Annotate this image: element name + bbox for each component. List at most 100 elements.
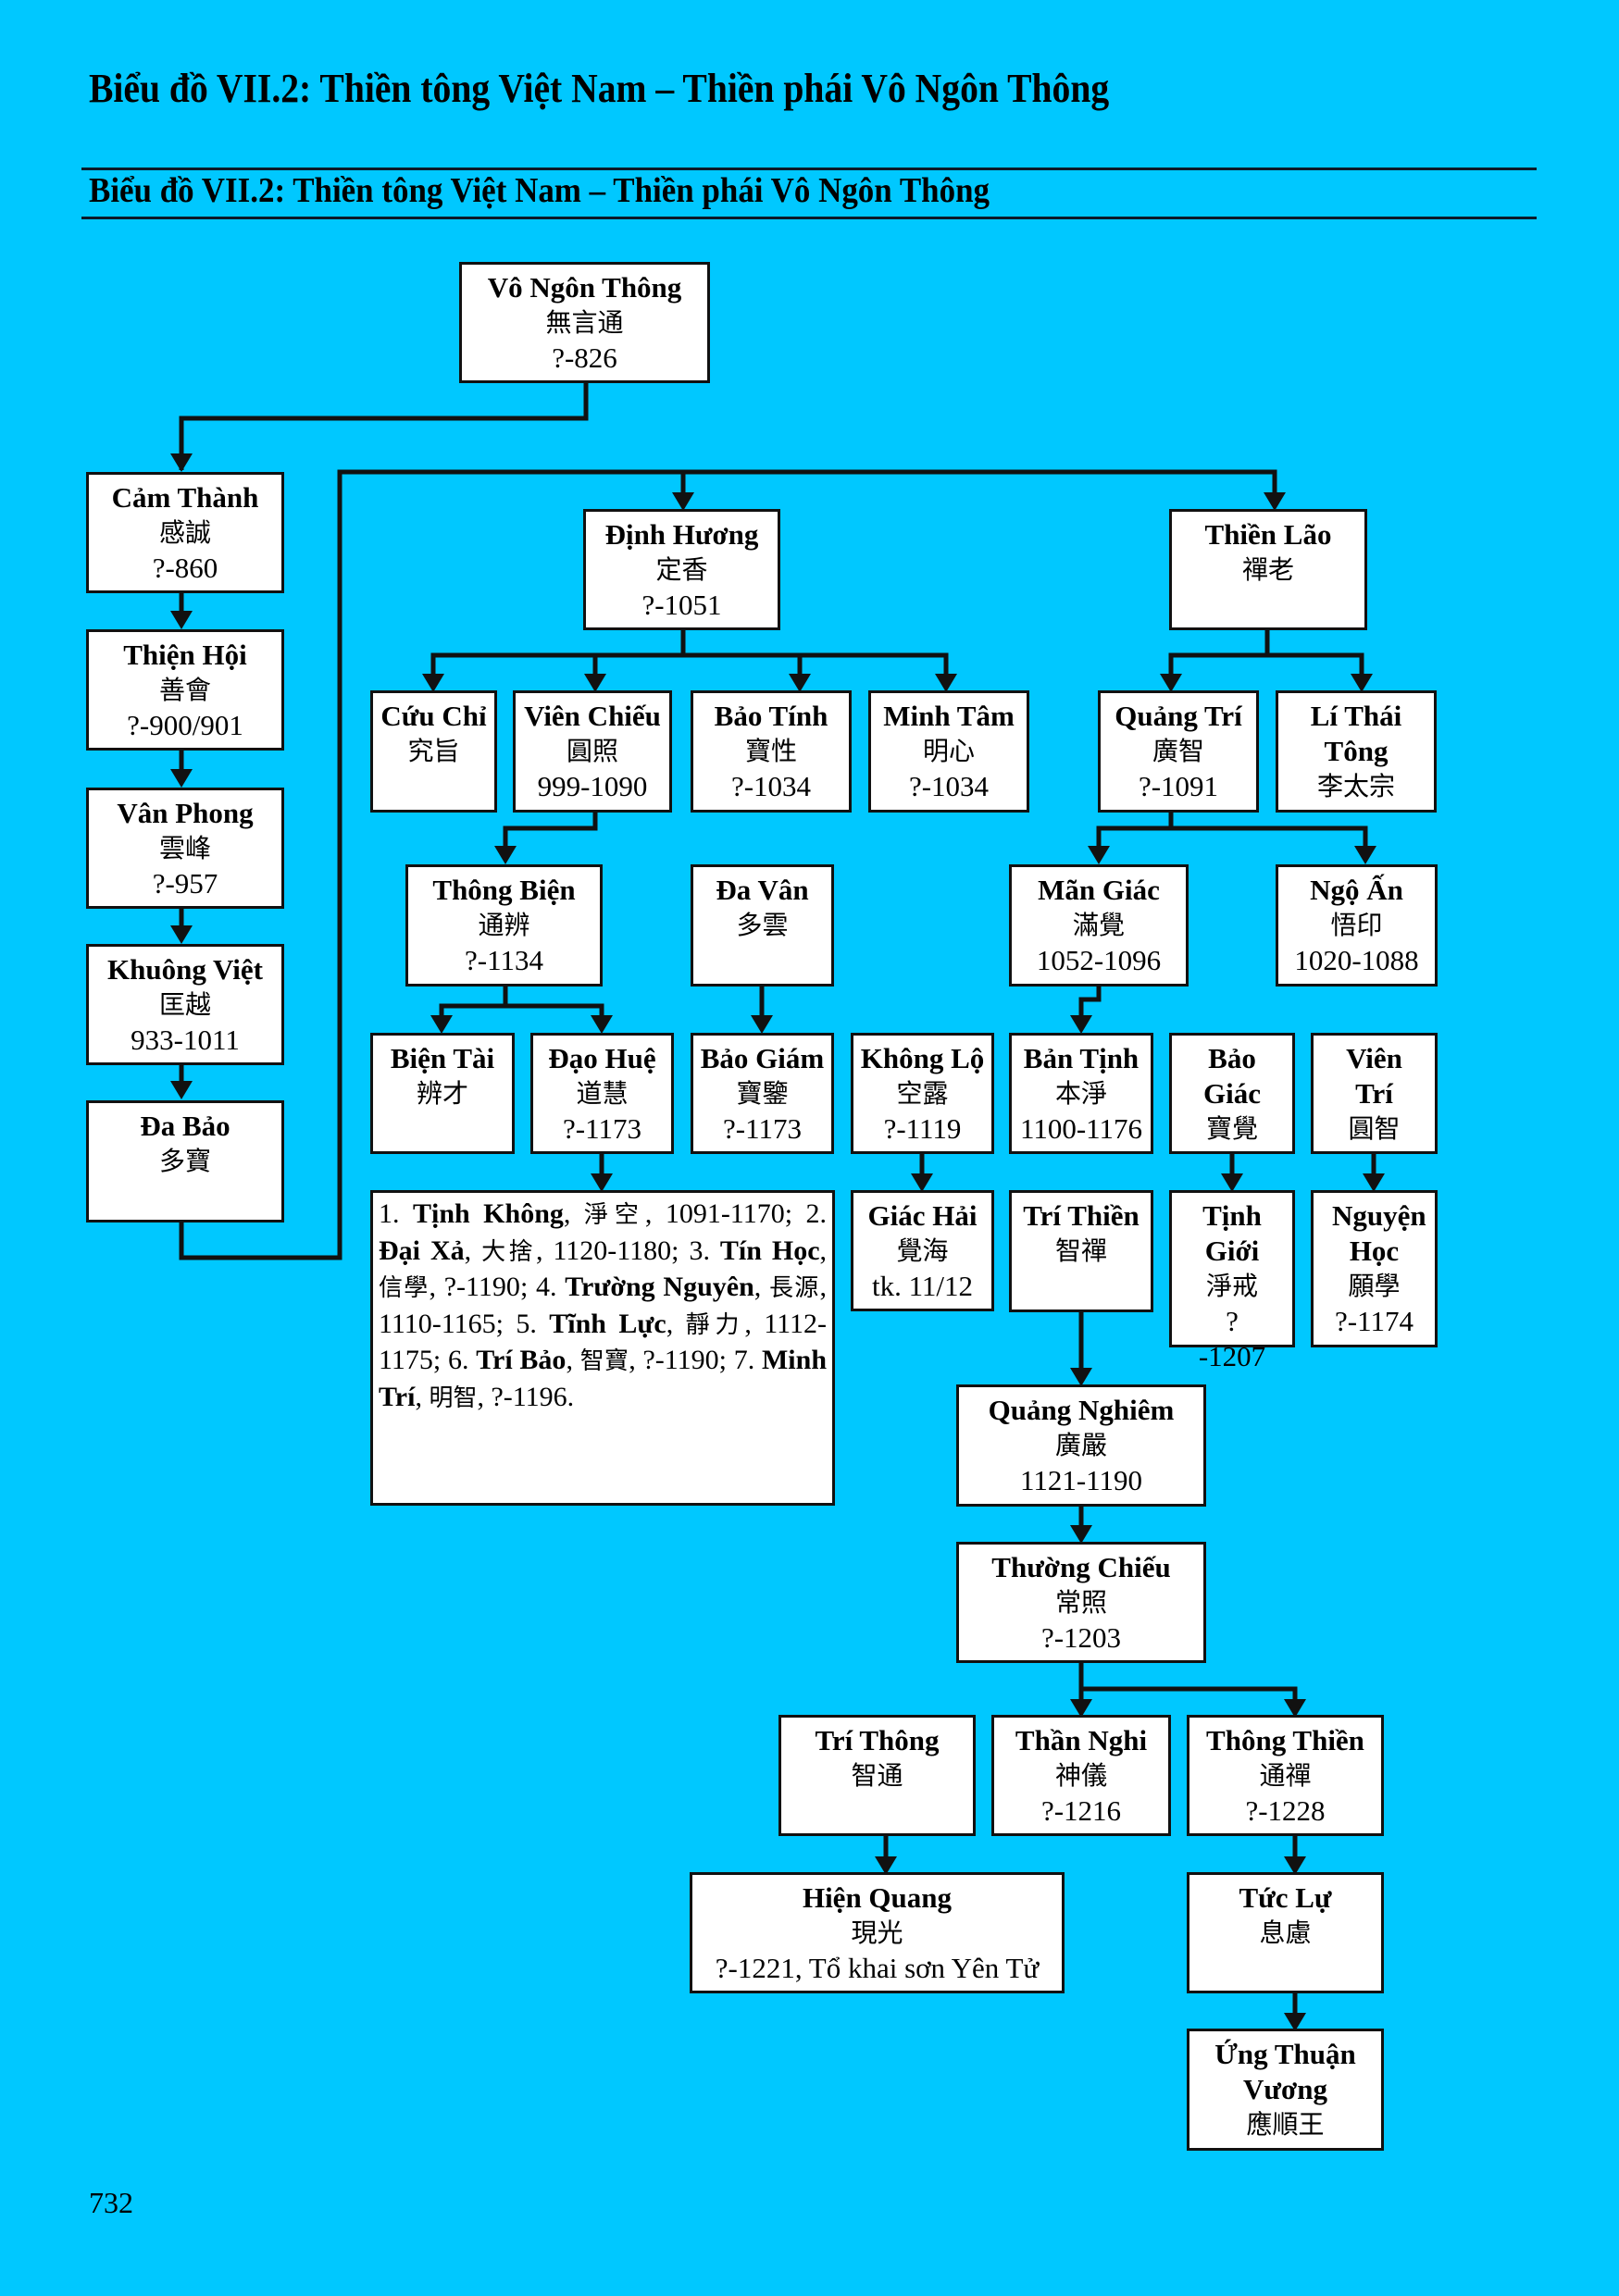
disciple-dates: 1112-1175 — [379, 1308, 828, 1376]
node-nguyen-hoc[interactable]: Nguyện Học 願學 ?-1174 — [1311, 1190, 1438, 1347]
node-dates: ?-1034 — [730, 770, 812, 802]
disciple-dates: ?-1190 — [642, 1345, 719, 1375]
node-tinh-gioi[interactable]: Tịnh Giới 淨戒 ?-1207 — [1169, 1190, 1295, 1372]
node-han: 廣智 — [1152, 736, 1204, 766]
node-han: 感誠 — [158, 517, 211, 548]
arrow-icon — [494, 846, 517, 864]
node-han: 寶鑒 — [736, 1078, 789, 1109]
node-dates: ?-826 — [552, 341, 617, 374]
node-name: Thiện Hội — [123, 639, 247, 671]
node-name: Cảm Thành — [111, 481, 259, 514]
node-dates: ?-1216 — [1040, 1794, 1122, 1827]
node-li-thai-tong[interactable]: Lí Thái Tông 李太宗 — [1276, 690, 1437, 813]
disciple-han: 大捨 — [481, 1237, 536, 1266]
node-han: 智通 — [851, 1760, 903, 1791]
node-than-nghi[interactable]: Thần Nghi 神儀 ?-1216 — [991, 1715, 1171, 1836]
node-dao-hue[interactable]: Đạo Huệ 道慧 ?-1173 — [530, 1033, 674, 1154]
node-han: 李太宗 — [1316, 771, 1395, 801]
node-da-bao[interactable]: Đa Bảo 多寶 — [86, 1100, 284, 1222]
node-han: 明心 — [922, 736, 975, 766]
node-han: 雲峰 — [158, 833, 211, 863]
node-bien-tai[interactable]: Biện Tài 辨才 — [370, 1033, 515, 1154]
node-dates: tk. 11/12 — [871, 1270, 974, 1302]
node-name: Khuông Việt — [107, 953, 263, 986]
node-dates: ?-1051 — [641, 589, 722, 621]
disciple-name: Đại Xả — [379, 1235, 465, 1266]
arrow-icon — [789, 674, 811, 692]
disciple-number: 7. — [733, 1345, 762, 1375]
node-han: 現光 — [851, 1917, 903, 1948]
node-bao-giam[interactable]: Bảo Giám 寶鑒 ?-1173 — [691, 1033, 834, 1154]
node-van-phong[interactable]: Vân Phong 雲峰 ?-957 — [86, 788, 284, 909]
edge-man-giac-ban-tinh — [1078, 987, 1102, 1030]
node-khuong-viet[interactable]: Khuông Việt 匡越 933-1011 — [86, 944, 284, 1065]
node-minh-tam[interactable]: Minh Tâm 明心 ?-1034 — [868, 690, 1029, 813]
node-name: Bảo Giác — [1203, 1042, 1261, 1110]
node-name: Nguyện Học — [1332, 1199, 1426, 1267]
node-han: 寶性 — [744, 736, 797, 766]
node-han: 淨戒 — [1205, 1271, 1258, 1301]
arrow-icon — [170, 1081, 193, 1099]
node-name: Không Lộ — [860, 1042, 985, 1074]
node-name: Biện Tài — [390, 1042, 495, 1074]
node-thien-hoi[interactable]: Thiện Hội 善會 ?-900/901 — [86, 629, 284, 751]
node-vo-ngon-thong[interactable]: Vô Ngôn Thông 無言通 ?-826 — [459, 262, 710, 383]
node-dinh-huong[interactable]: Định Hương 定香 ?-1051 — [583, 509, 780, 630]
node-cam-thanh[interactable]: Cảm Thành 感誠 ?-860 — [86, 472, 284, 593]
node-hien-quang[interactable]: Hiện Quang 現光 ?-1221, Tổ khai sơn Yên Tử — [690, 1872, 1065, 1993]
arrow-icon — [1354, 846, 1376, 864]
node-han: 覺海 — [896, 1235, 949, 1266]
node-tri-thien[interactable]: Trí Thiền 智禪 — [1009, 1190, 1153, 1312]
node-ngo-an[interactable]: Ngộ Ấn 悟印 1020-1088 — [1276, 864, 1438, 987]
disciple-han: 智寶 — [579, 1347, 629, 1375]
node-quang-tri[interactable]: Quảng Trí 廣智 ?-1091 — [1098, 690, 1259, 813]
node-han: 息慮 — [1259, 1917, 1312, 1948]
edge-vien-chieu-thong-bien — [503, 813, 598, 861]
node-han: 辨才 — [416, 1078, 468, 1109]
disciple-han: 淨空 — [583, 1201, 645, 1229]
node-quang-nghiem[interactable]: Quảng Nghiêm 廣嚴 1121-1190 — [956, 1384, 1206, 1507]
node-dates: ?-1207 — [1198, 1305, 1266, 1372]
node-thien-lao[interactable]: Thiền Lão 禪老 — [1169, 509, 1367, 630]
node-dates: ?-860 — [152, 552, 218, 584]
arrow-icon — [1070, 1525, 1092, 1544]
node-thuong-chieu[interactable]: Thường Chiếu 常照 ?-1203 — [956, 1542, 1206, 1663]
node-vien-tri[interactable]: Viên Trí 圓智 — [1311, 1033, 1438, 1154]
arrow-icon — [911, 1173, 933, 1192]
node-name: Thông Biện — [432, 874, 576, 906]
node-name: Trí Thiền — [1023, 1199, 1140, 1232]
node-tuc-lu[interactable]: Tức Lự 息慮 — [1187, 1872, 1384, 1993]
arrow-icon — [1284, 1856, 1306, 1875]
disciple-han: 信學 — [379, 1274, 430, 1302]
node-giac-hai[interactable]: Giác Hải 覺海 tk. 11/12 — [851, 1190, 994, 1311]
node-thong-bien[interactable]: Thông Biện 通辨 ?-1134 — [405, 864, 603, 987]
node-khong-lo[interactable]: Không Lộ 空露 ?-1119 — [851, 1033, 994, 1154]
disciple-dates: ?-1196 — [491, 1381, 567, 1412]
node-tri-thong[interactable]: Trí Thông 智通 — [778, 1715, 976, 1836]
disciple-dates: ?-1190 — [443, 1272, 520, 1302]
node-vien-chieu[interactable]: Viên Chiếu 圓照 999-1090 — [513, 690, 672, 813]
arrow-icon — [1264, 492, 1286, 511]
disciple-entry: 7. Minh Trí, 明智, ?-1196. — [379, 1345, 828, 1412]
edge-dinh-huong-children — [430, 630, 949, 689]
node-dates: 1100-1176 — [1019, 1112, 1143, 1145]
node-han: 悟印 — [1330, 910, 1383, 940]
arrow-icon — [170, 611, 193, 629]
disciple-number: 6. — [447, 1345, 477, 1375]
node-da-van[interactable]: Đa Vân 多雲 — [691, 864, 834, 987]
node-han: 通禪 — [1259, 1760, 1312, 1791]
node-ban-tinh[interactable]: Bản Tịnh 本淨 1100-1176 — [1009, 1033, 1153, 1154]
node-bao-giac[interactable]: Bảo Giác 寶覺 — [1169, 1033, 1295, 1154]
node-man-giac[interactable]: Mãn Giác 滿覺 1052-1096 — [1009, 864, 1189, 987]
disciple-entry: 6. Trí Bảo, 智寶, ?-1190; — [447, 1345, 734, 1375]
node-cuu-chi[interactable]: Cứu Chỉ 究旨 — [370, 690, 497, 813]
node-han: 定香 — [655, 554, 708, 585]
node-name: Tịnh Giới — [1202, 1199, 1262, 1267]
node-bao-tinh[interactable]: Bảo Tính 寶性 ?-1034 — [691, 690, 852, 813]
node-thong-thien[interactable]: Thông Thiền 通禪 ?-1228 — [1187, 1715, 1384, 1836]
node-ung-thuan-vuong[interactable]: Ứng Thuận Vương 應順王 — [1187, 2029, 1384, 2151]
node-han: 多雲 — [736, 910, 789, 940]
disciple-dates: 1091-1170 — [665, 1198, 785, 1229]
arrow-icon — [1070, 1015, 1092, 1034]
